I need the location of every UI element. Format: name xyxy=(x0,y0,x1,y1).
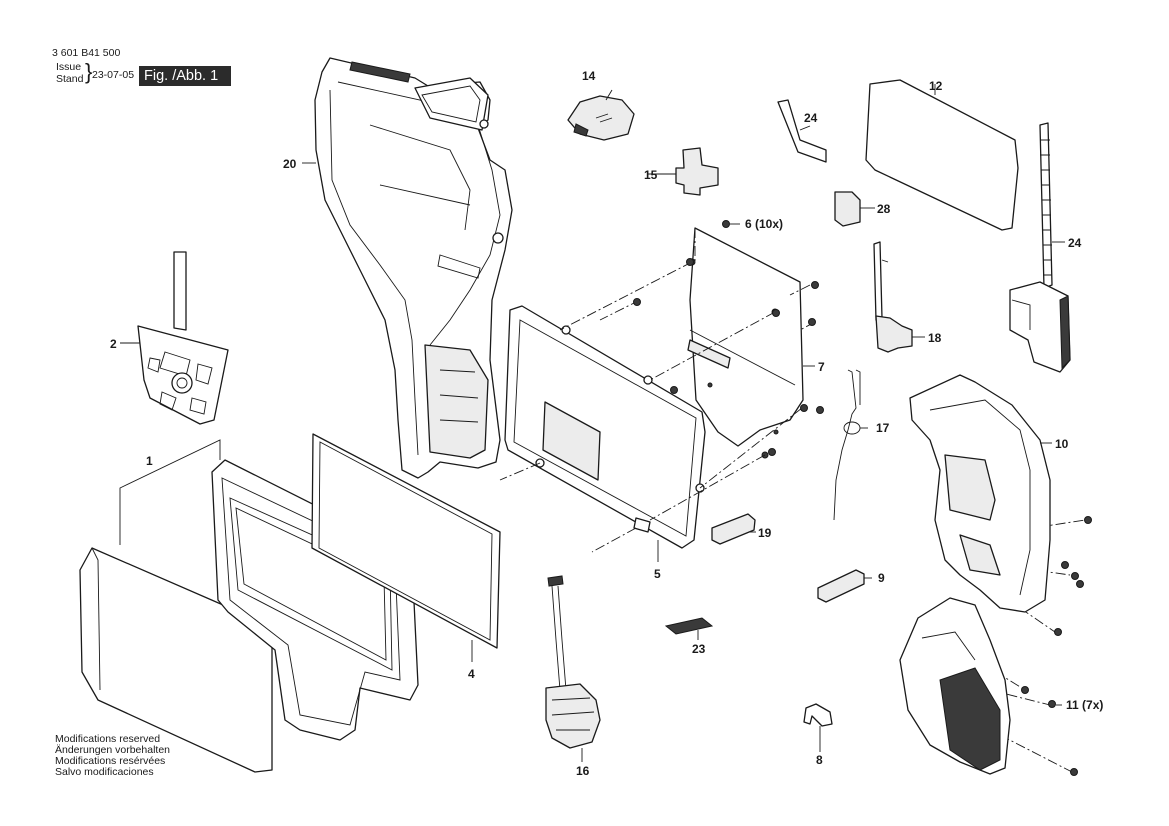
callout-10: 10 xyxy=(1055,437,1069,451)
callout-8: 8 xyxy=(816,753,823,767)
note-de: Änderungen vorbehalten xyxy=(55,744,171,756)
callout-18: 18 xyxy=(928,331,942,345)
callout-24-probe: 24 xyxy=(1068,236,1082,250)
leader-lines xyxy=(120,84,1065,762)
part-20-housing xyxy=(314,57,513,479)
part-14-button-cap xyxy=(567,95,635,141)
issue-label-block: Issue Stand xyxy=(56,61,86,85)
callout-6: 6 (10x) xyxy=(745,217,783,231)
callout-20: 20 xyxy=(283,157,297,171)
brace-glyph: } xyxy=(85,59,93,84)
screws-part-6 xyxy=(633,220,824,456)
note-fr: Modifications resérvées xyxy=(55,755,166,767)
note-en: Modifications reserved xyxy=(55,733,161,745)
part-24-probe xyxy=(1009,122,1071,373)
callout-15: 15 xyxy=(644,168,658,182)
callout-23: 23 xyxy=(692,642,706,656)
callout-28: 28 xyxy=(877,202,891,216)
part-23-strip xyxy=(664,617,714,635)
stand-label: Stand xyxy=(56,73,84,85)
note-es: Salvo modificaciones xyxy=(55,766,154,778)
callout-2: 2 xyxy=(110,337,117,351)
part-7-main-board xyxy=(687,227,804,459)
callout-24-strip: 24 xyxy=(804,111,818,125)
part-28-pad xyxy=(834,191,861,227)
figure-label: Fig. /Abb. 1 xyxy=(139,66,231,86)
part-8-clip xyxy=(803,703,833,727)
part-5-pcb-tray xyxy=(504,305,706,549)
part-16-harness xyxy=(545,575,601,749)
callout-5: 5 xyxy=(654,567,661,581)
part-24-flex-strip xyxy=(777,99,827,163)
part-18-connector xyxy=(873,241,913,353)
part-number: 3 601 B41 500 xyxy=(52,47,121,59)
callout-12: 12 xyxy=(929,79,943,93)
callout-7: 7 xyxy=(818,360,825,374)
handle-grip xyxy=(899,597,1011,775)
callout-11: 11 (7x) xyxy=(1066,698,1103,712)
callout-14: 14 xyxy=(582,69,596,83)
screws-part-11 xyxy=(1021,516,1092,776)
part-17-wire xyxy=(833,369,861,521)
part-10-handle xyxy=(909,374,1051,613)
callout-1: 1 xyxy=(146,454,153,468)
callout-9: 9 xyxy=(878,571,885,585)
part-4-lcd xyxy=(311,433,501,662)
callout-4: 4 xyxy=(468,667,475,681)
modification-notes: Modifications reserved Änderungen vorbeh… xyxy=(55,734,170,778)
part-9-slider xyxy=(817,569,865,603)
callout-17: 17 xyxy=(876,421,890,435)
part-2-keypad xyxy=(137,251,229,425)
part-15-bracket xyxy=(675,147,719,196)
part-19-clip xyxy=(711,513,756,545)
issue-label: Issue xyxy=(56,61,82,73)
issue-date: 23-07-05 xyxy=(92,69,135,81)
part-12-panel xyxy=(865,79,1019,231)
callout-19: 19 xyxy=(758,526,772,540)
callout-16: 16 xyxy=(576,764,590,778)
